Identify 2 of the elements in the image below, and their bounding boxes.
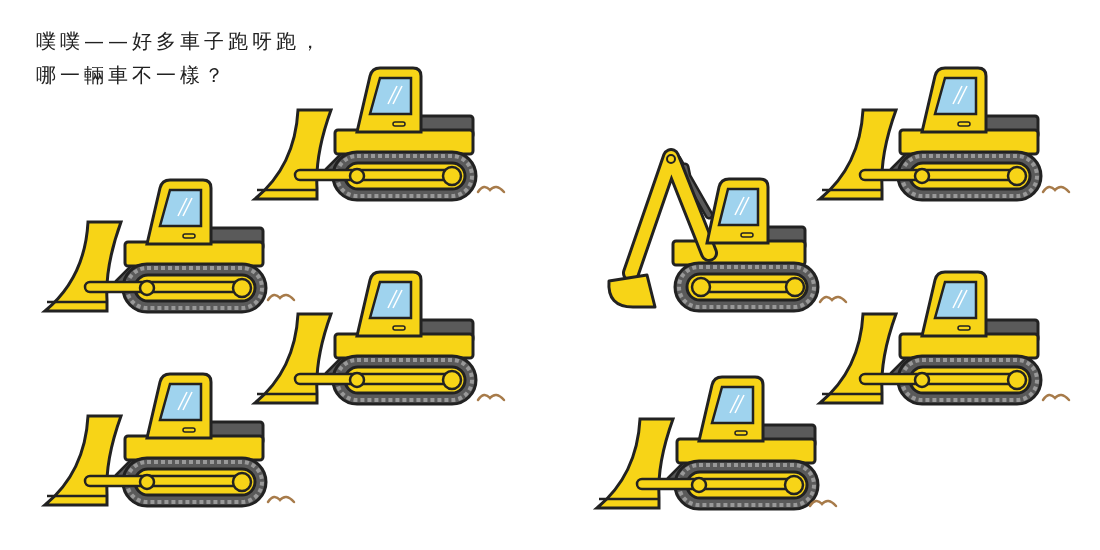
caption-text: 哪一輛車不一樣？ — [36, 62, 228, 89]
caption-text: 噗噗——好多車子跑呀跑， — [36, 28, 324, 55]
